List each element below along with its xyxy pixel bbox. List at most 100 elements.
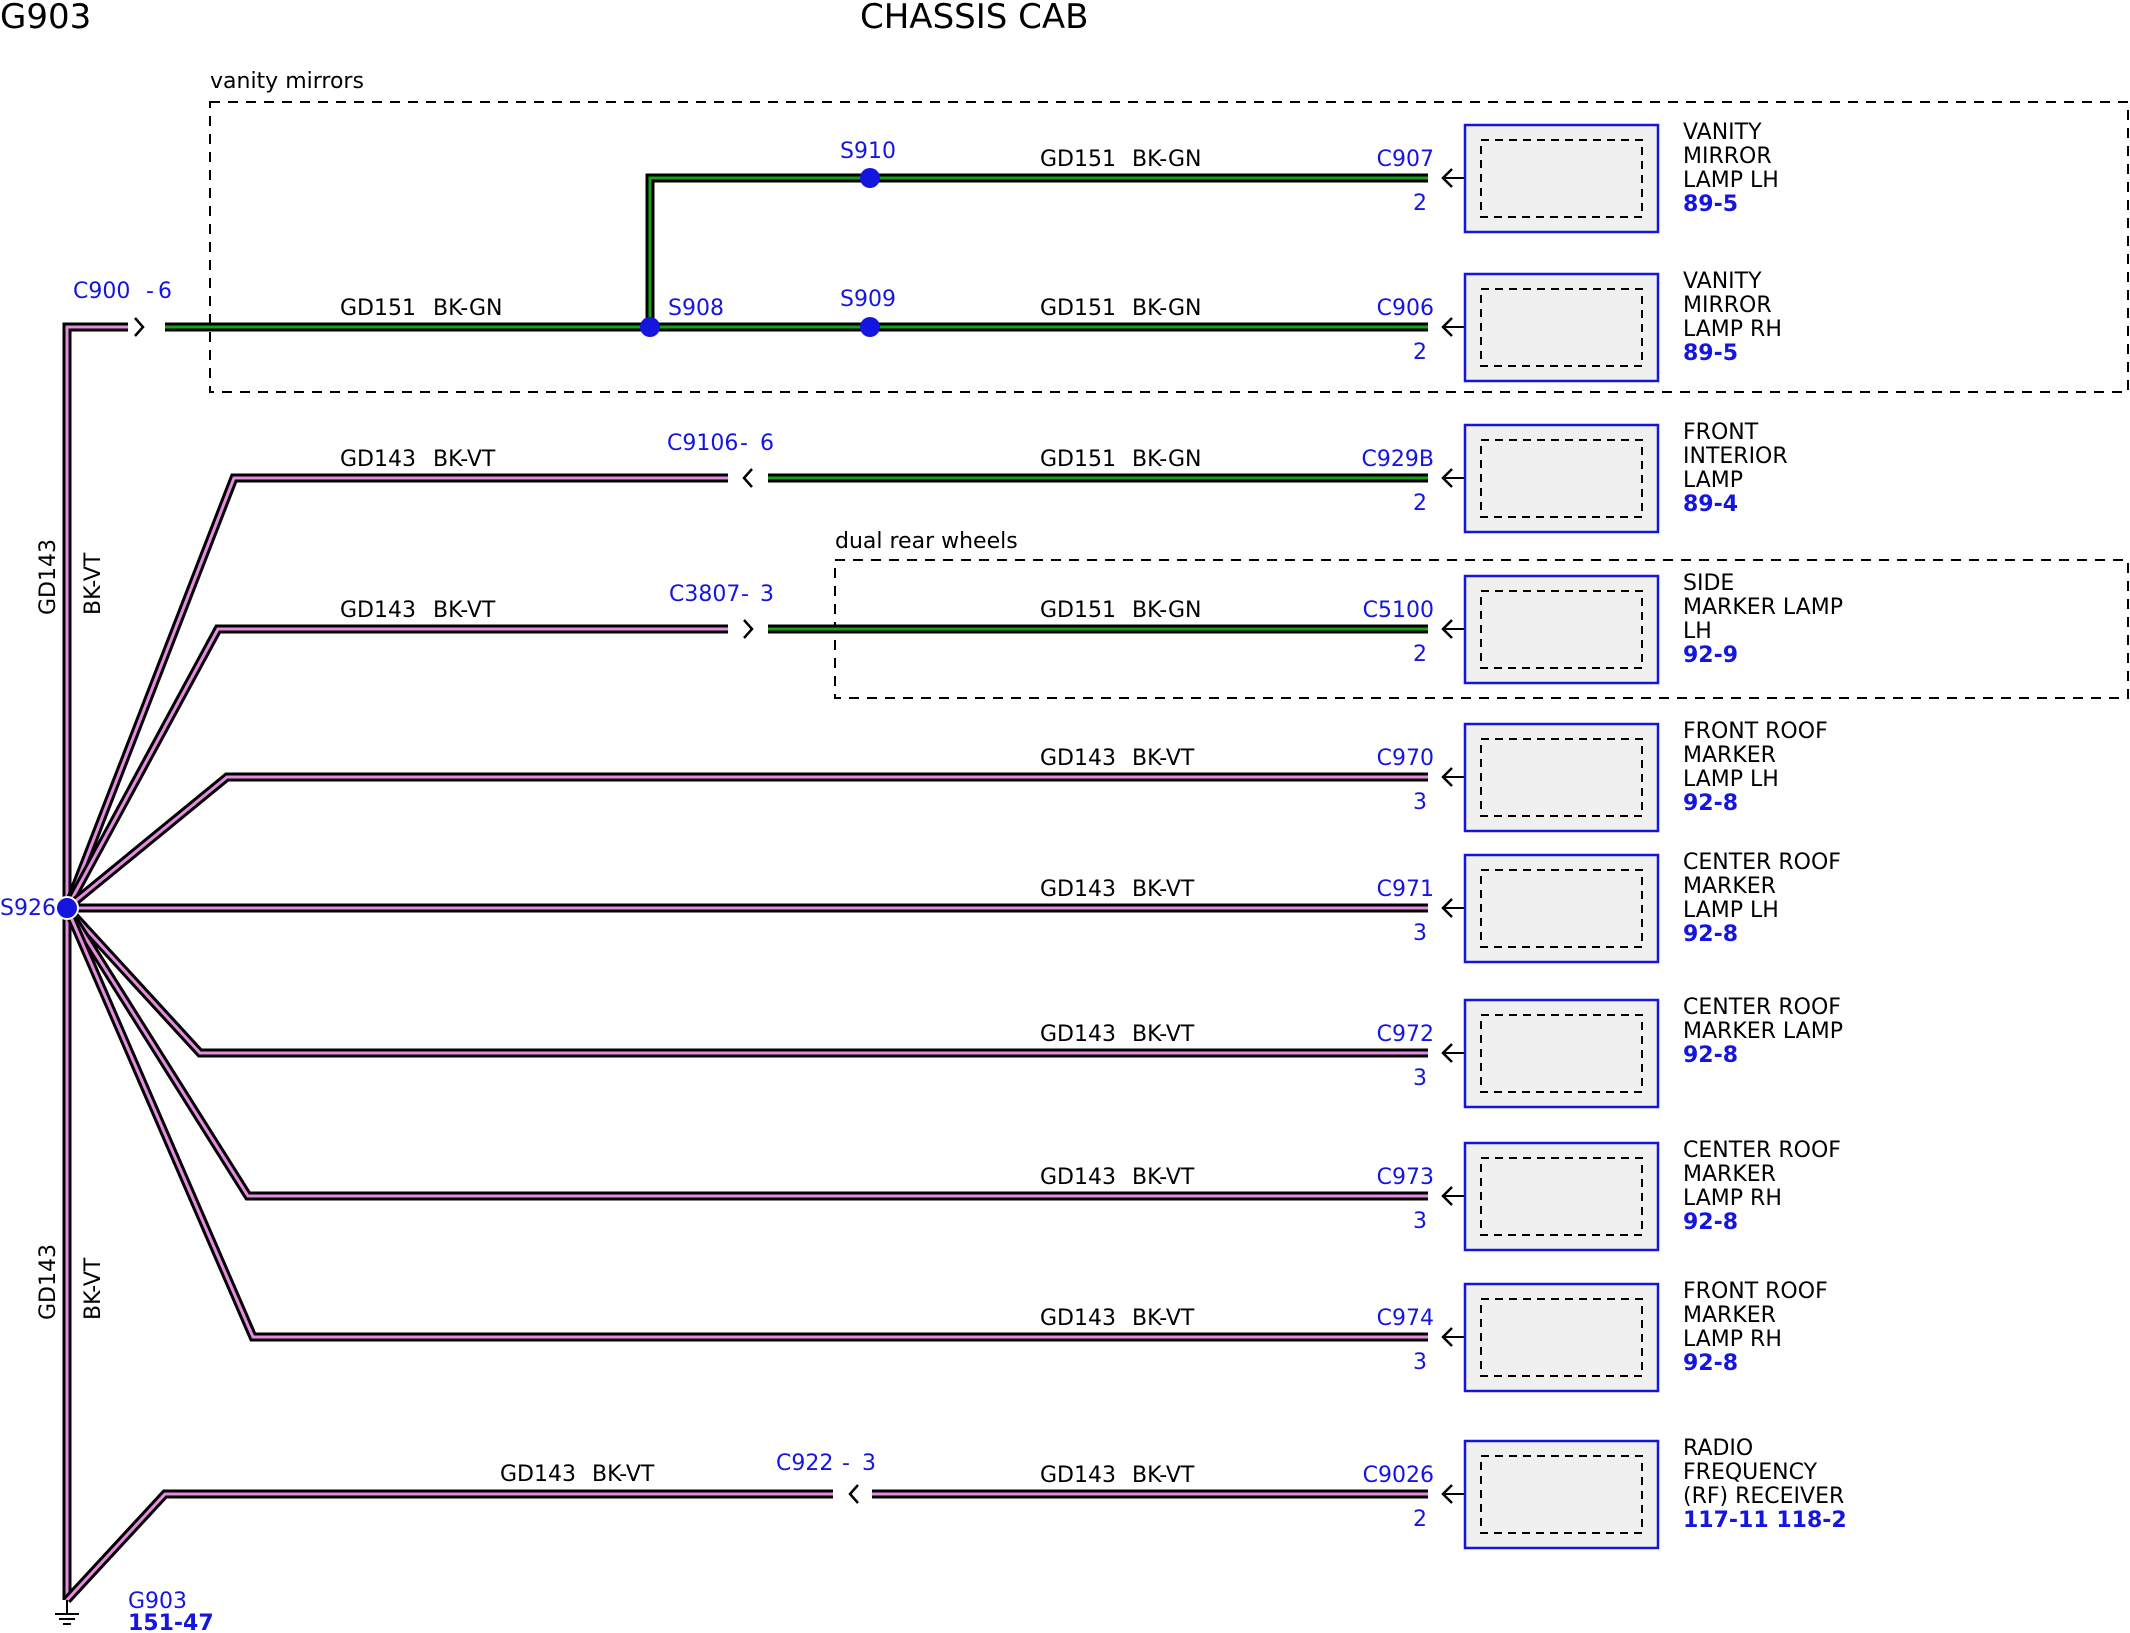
- wire-label-circuit: GD143: [1040, 1306, 1116, 1331]
- connector-pin: 3: [1413, 1350, 1427, 1375]
- component-box-inner: [1480, 738, 1643, 817]
- connector-label: C972: [1377, 1022, 1434, 1047]
- component-ref[interactable]: 92-8: [1683, 1043, 1738, 1068]
- component-name-line: LH: [1683, 619, 1712, 644]
- connector-c9106-chevron: [742, 468, 753, 488]
- component-box-inner: [1480, 1014, 1643, 1093]
- component-name-line: LAMP LH: [1683, 168, 1779, 193]
- component-box-inner: [1480, 869, 1643, 948]
- component-name-line: MARKER: [1683, 743, 1776, 768]
- wire-layer: [62, 173, 1428, 1604]
- splice-label-s910: S910: [840, 139, 896, 164]
- component-name-line: MARKER LAMP: [1683, 595, 1843, 620]
- splice-label-s926: S926: [0, 896, 56, 921]
- connector-dash-c3807: -: [741, 582, 749, 607]
- splice-s908: [640, 317, 660, 337]
- component-box-inner: [1480, 139, 1643, 218]
- component-name-line: SIDE: [1683, 571, 1734, 596]
- connector-pin: 3: [1413, 1209, 1427, 1234]
- connector-label-c9106: C9106: [667, 431, 738, 456]
- connector-label: C907: [1377, 147, 1434, 172]
- wire-label-color: BK-GN: [1132, 447, 1201, 472]
- connector-label: C973: [1377, 1165, 1434, 1190]
- wire-color-bkvt-c922: BK-VT: [592, 1462, 655, 1487]
- component-box[interactable]: [1463, 1282, 1660, 1393]
- wire-label-color: BK-VT: [1132, 746, 1195, 771]
- trunk-label-color-upper: BK-VT: [81, 552, 106, 615]
- wire-gd143-c970: [64, 772, 1428, 912]
- wire-label-gd143-c922: GD143: [500, 1462, 576, 1487]
- connector-pin-c9106: 6: [760, 431, 774, 456]
- component-name-line: FRONT ROOF: [1683, 719, 1828, 744]
- wire-color-bkgn-c900: BK-GN: [433, 296, 502, 321]
- component-name-line: CENTER ROOF: [1683, 1138, 1841, 1163]
- component-box[interactable]: [1463, 123, 1660, 234]
- component-box-inner: [1480, 1455, 1643, 1534]
- wire-label-circuit: GD151: [1040, 598, 1116, 623]
- wire-gd143-c3807-stripe: [65, 627, 728, 909]
- component-box[interactable]: [1463, 853, 1660, 964]
- component-ref[interactable]: 92-9: [1683, 643, 1738, 668]
- wire-label-color: BK-VT: [1132, 877, 1195, 902]
- wire-gd143-c9106-stripe: [65, 476, 728, 909]
- splice-s926: [55, 896, 79, 920]
- component-ref[interactable]: 117-11 118-2: [1683, 1508, 1847, 1533]
- region-label-dual-rear-wheels: dual rear wheels: [835, 529, 1018, 554]
- component-name-line: LAMP: [1683, 468, 1743, 493]
- component-ref[interactable]: 92-8: [1683, 1210, 1738, 1235]
- component-name-line: MARKER: [1683, 874, 1776, 899]
- component-ref[interactable]: 89-5: [1683, 192, 1738, 217]
- component-ref[interactable]: 89-5: [1683, 341, 1738, 366]
- trunk-label-color-lower: BK-VT: [81, 1257, 106, 1320]
- connector-c900-chevron: [134, 317, 145, 337]
- wire-gd143-c3807: [63, 624, 728, 911]
- component-ref[interactable]: 92-8: [1683, 791, 1738, 816]
- wire-label-circuit: GD151: [1040, 447, 1116, 472]
- connector-label: C929B: [1362, 447, 1434, 472]
- component-ref[interactable]: 92-8: [1683, 1351, 1738, 1376]
- component-box[interactable]: [1463, 722, 1660, 833]
- wire-label-circuit: GD151: [1040, 147, 1116, 172]
- wire-gd143-c973-stripe: [65, 907, 1428, 1198]
- component-box[interactable]: [1463, 272, 1660, 383]
- component-box-inner: [1480, 590, 1643, 669]
- component-name-line: FRONT ROOF: [1683, 1279, 1828, 1304]
- page-title: CHASSIS CAB: [860, 0, 1088, 37]
- wire-label-circuit: GD143: [1040, 1022, 1116, 1047]
- component-ref[interactable]: 89-4: [1683, 492, 1738, 517]
- connector-pin-c922: 3: [862, 1451, 876, 1476]
- component-box[interactable]: [1463, 423, 1660, 534]
- connector-label: C5100: [1363, 598, 1434, 623]
- wire-label-color: BK-GN: [1132, 147, 1201, 172]
- wire-label-circuit: GD143: [1040, 1463, 1116, 1488]
- component-box[interactable]: [1463, 1439, 1660, 1550]
- component-name-line: MARKER: [1683, 1162, 1776, 1187]
- component-name-line: CENTER ROOF: [1683, 850, 1841, 875]
- connector-pin: 2: [1413, 1507, 1427, 1532]
- connector-label: C970: [1377, 746, 1434, 771]
- component-box[interactable]: [1463, 574, 1660, 685]
- component-box-inner: [1480, 288, 1643, 367]
- connector-label-c900: C900: [73, 279, 130, 304]
- component-box[interactable]: [1463, 1141, 1660, 1252]
- component-name-line: RADIO: [1683, 1436, 1753, 1461]
- component-ref[interactable]: 92-8: [1683, 922, 1738, 947]
- wire-gd143-c974-stripe: [65, 907, 1428, 1339]
- wire-gd143-c974: [62, 906, 1428, 1342]
- connector-dash-c922: -: [842, 1451, 850, 1476]
- component-name-line: VANITY: [1683, 120, 1762, 145]
- wire-label-circuit: GD143: [1040, 746, 1116, 771]
- connector-pin: 3: [1413, 790, 1427, 815]
- splice-label-s909: S909: [840, 287, 896, 312]
- component-box[interactable]: [1463, 998, 1660, 1109]
- connector-label: C971: [1377, 877, 1434, 902]
- component-box-inner: [1480, 1298, 1643, 1377]
- wire-color-bkvt-c9106: BK-VT: [433, 447, 496, 472]
- wire-label-color: BK-VT: [1132, 1165, 1195, 1190]
